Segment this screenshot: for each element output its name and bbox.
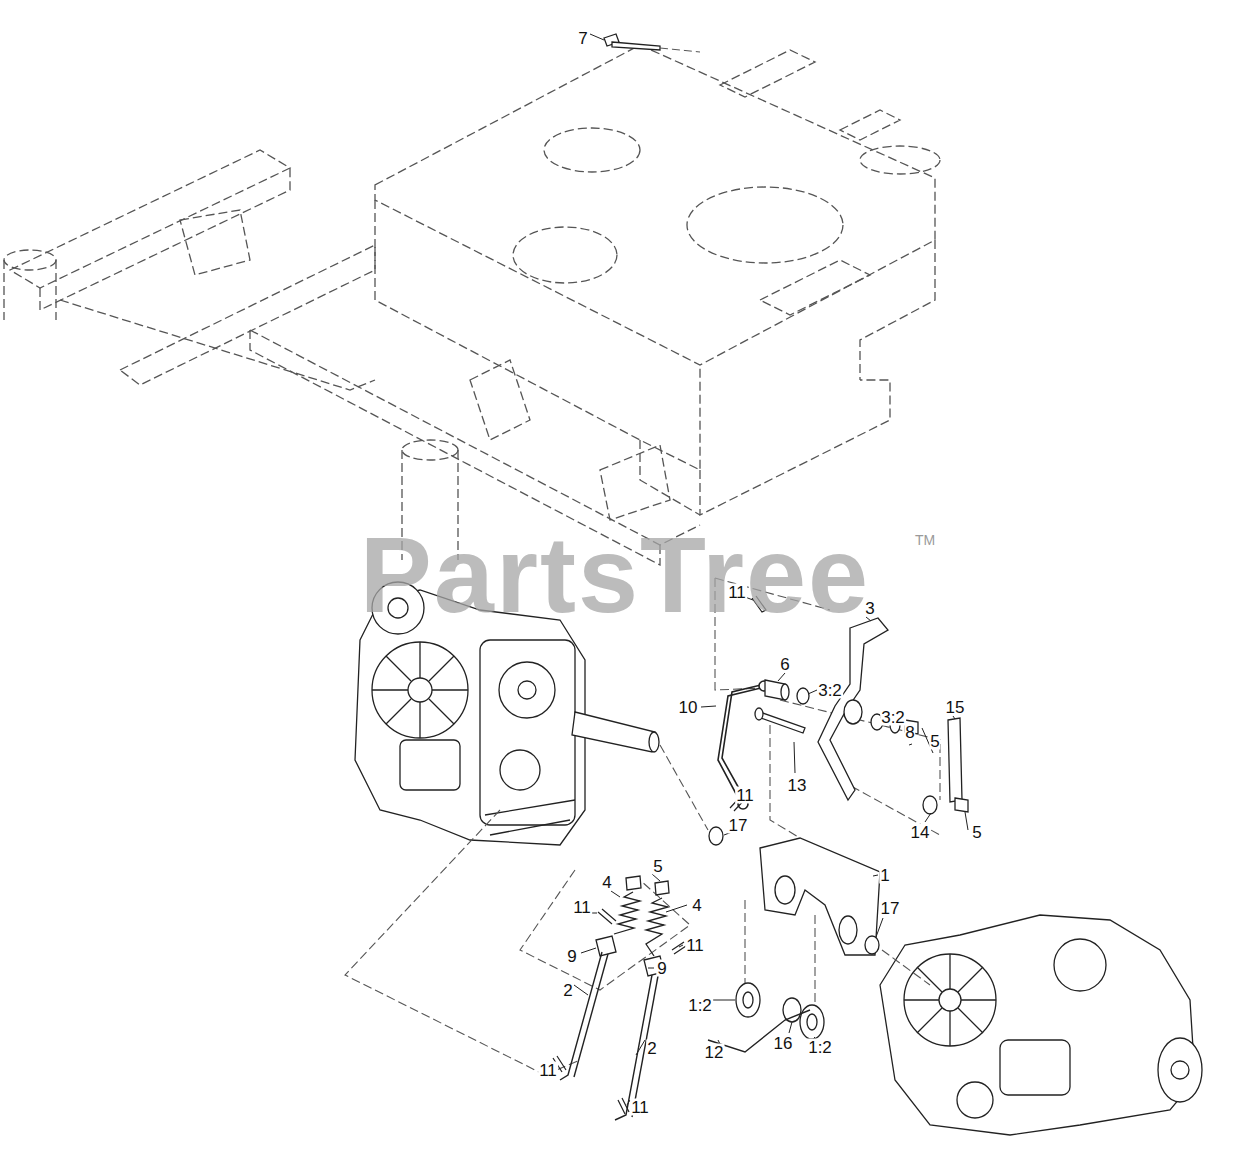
callout-number: 2 xyxy=(562,982,573,999)
callout-number: 5 xyxy=(929,733,940,750)
callout-number: 9 xyxy=(566,948,577,965)
callout-number: 17 xyxy=(880,900,901,917)
callout-number: 7 xyxy=(577,30,588,47)
cotter-pin xyxy=(553,596,766,1114)
bolt xyxy=(604,34,660,50)
callout-number: 3:2 xyxy=(817,682,843,699)
callout-number: 11 xyxy=(735,787,755,804)
callout-number: 10 xyxy=(678,699,699,716)
callout-number: 16 xyxy=(773,1035,794,1052)
frame-outline xyxy=(4,45,940,565)
callout-number: 5 xyxy=(971,824,982,841)
assembly-line xyxy=(345,578,940,1075)
callout-number: 11 xyxy=(572,899,592,916)
spring xyxy=(614,892,668,956)
callout-number: 12 xyxy=(704,1044,725,1061)
lever xyxy=(818,618,888,800)
callout-number: 1 xyxy=(879,867,890,884)
rod xyxy=(718,681,769,809)
hardware xyxy=(596,680,968,1039)
callout-number: 5 xyxy=(652,858,663,875)
callout-number: 3:2 xyxy=(880,709,906,726)
callout-number: 15 xyxy=(945,699,966,716)
trademark: TM xyxy=(915,533,935,547)
callout-number: 4 xyxy=(691,897,702,914)
transmission-right xyxy=(880,915,1202,1135)
callout-number: 13 xyxy=(787,777,808,794)
callout-number: 2 xyxy=(646,1040,657,1057)
callout-number: 11 xyxy=(538,1062,558,1079)
callout-number: 11 xyxy=(685,937,705,954)
callout-number: 4 xyxy=(601,874,612,891)
callout-number: 1:2 xyxy=(807,1039,833,1056)
rod xyxy=(560,952,810,1120)
callout-number: 1:2 xyxy=(687,997,713,1014)
callout-number: 6 xyxy=(779,656,790,673)
callout-number: 11 xyxy=(630,1099,650,1116)
callout-number: 8 xyxy=(904,724,915,741)
callout-number: 17 xyxy=(728,817,749,834)
callout-number: 9 xyxy=(656,960,667,977)
callout-number: 14 xyxy=(910,824,931,841)
watermark: PartsTree xyxy=(360,521,870,629)
